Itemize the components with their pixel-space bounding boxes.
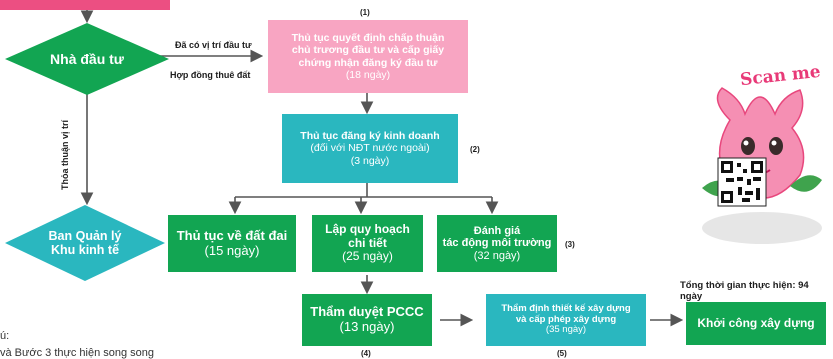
step1-title-line1: Thủ tục quyết định chấp thuận: [291, 32, 445, 45]
design-box: Thẩm định thiết kế xây dựng và cấp phép …: [486, 294, 646, 346]
design-days: (35 ngày): [545, 324, 587, 336]
mza-label: Ban Quản lý Khu kinh tế: [5, 205, 165, 281]
edge-label-lease: Hợp đồng thuê đất: [170, 70, 251, 80]
mascot-qr: [702, 87, 822, 244]
plan-days: (25 ngày): [342, 249, 393, 264]
design-title-line2: và cấp phép xây dựng: [515, 313, 617, 325]
env-days: (32 ngày): [473, 249, 521, 262]
step2-box: Thủ tục đăng ký kinh doanh (đối với NĐT …: [282, 114, 458, 183]
env-box: Đánh giá tác động môi trường (32 ngày): [437, 215, 557, 272]
step2-note: (đối với NĐT nước ngoài): [310, 142, 430, 155]
step2-days: (3 ngày): [350, 154, 390, 167]
step1-title-line2: chủ trương đầu tư và cấp giấy: [291, 44, 445, 57]
env-title-line1: Đánh giá: [473, 224, 521, 237]
step2-number: (2): [470, 145, 480, 154]
step1-box: Thủ tục quyết định chấp thuận chủ trương…: [268, 20, 468, 93]
land-box: Thủ tục về đất đai (15 ngày): [168, 215, 296, 272]
step1-number: (1): [360, 8, 370, 17]
design-number: (5): [557, 349, 567, 358]
mza-diamond: [5, 205, 165, 281]
env-title-line2: tác động môi trường: [442, 237, 552, 250]
step1-days: (18 ngày): [345, 68, 391, 81]
pccc-days: (13 ngày): [339, 319, 395, 334]
start-title: Khởi công xây dựng: [697, 315, 815, 330]
env-number: (3): [565, 240, 575, 249]
start-box: Khởi công xây dựng: [686, 302, 826, 345]
edge-label-has-location: Đã có vị trí đầu tư: [175, 40, 252, 50]
top-cropped-box: [0, 0, 170, 10]
investor-label: Nhà đầu tư: [50, 50, 124, 67]
land-title: Thủ tục về đất đai: [176, 227, 288, 243]
pccc-title: Thẩm duyệt PCCC: [310, 304, 424, 320]
note-line: và Bước 3 thực hiện song song: [0, 347, 155, 359]
pccc-number: (4): [361, 349, 371, 358]
plan-title-line2: chi tiết: [348, 235, 387, 250]
mza-label-line1: Ban Quản lý: [48, 228, 122, 243]
step2-title: Thủ tục đăng ký kinh doanh: [300, 130, 440, 143]
plan-box: Lập quy hoạch chi tiết (25 ngày): [312, 215, 423, 272]
total-time: Tổng thời gian thực hiện: 94 ngày: [680, 280, 809, 302]
design-title-line1: Thẩm định thiết kế xây dựng: [501, 302, 631, 314]
plan-title-line1: Lập quy hoạch: [325, 221, 410, 236]
mza-label-line2: Khu kinh tế: [50, 243, 120, 257]
land-days: (15 ngày): [204, 242, 260, 258]
note-header: ú:: [0, 330, 10, 342]
step1-title-line3: chứng nhận đăng ký đầu tư: [298, 56, 438, 69]
edge-label-location-agreement: Thỏa thuận vị trí: [60, 119, 70, 190]
pccc-box: Thẩm duyệt PCCC (13 ngày): [302, 294, 432, 346]
investor-diamond: [5, 23, 169, 95]
